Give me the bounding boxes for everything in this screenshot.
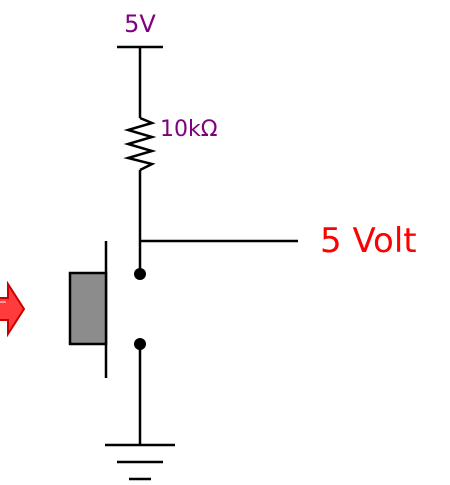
supply-voltage-label: 5V (124, 10, 156, 38)
ground-icon (105, 443, 175, 481)
resistor-symbol (123, 116, 157, 172)
pushbutton-cap[interactable] (68, 271, 108, 346)
switch-contact-top (134, 268, 146, 280)
right-arrow-icon (0, 280, 26, 338)
resistor-value-label: 10kΩ (160, 117, 218, 142)
output-voltage-label: 5 Volt (320, 221, 417, 261)
